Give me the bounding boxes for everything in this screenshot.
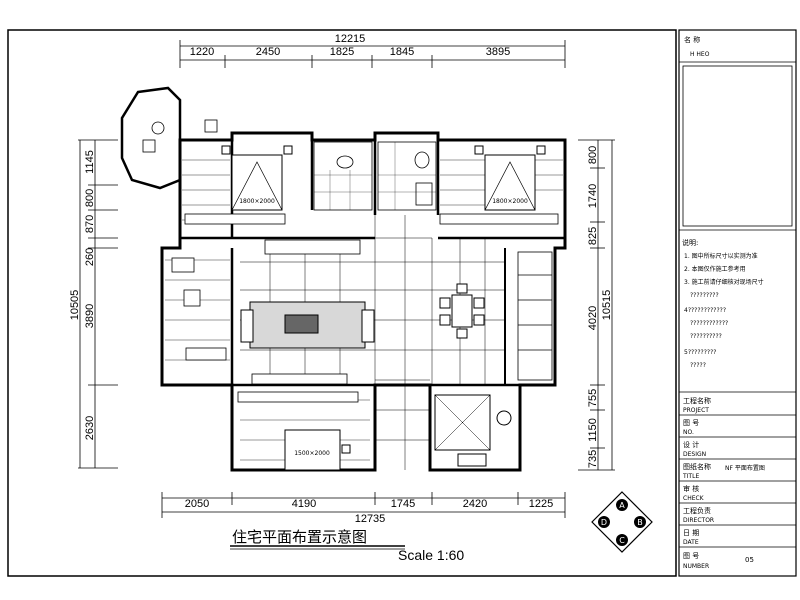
- top-dim-1: 1220: [190, 46, 214, 58]
- left-dim-2: 800: [84, 189, 96, 207]
- wardrobes: [184, 213, 559, 403]
- note-8: 5?????????: [684, 349, 716, 356]
- row-title-label: 图纸名称: [683, 462, 711, 471]
- row-title-value: NF 平面布置图: [725, 464, 765, 472]
- left-dim-3: 870: [84, 215, 96, 233]
- top-dim-4: 1845: [390, 46, 414, 58]
- compass-label-a: A: [619, 501, 625, 510]
- compass-label-b: B: [637, 518, 643, 527]
- compass-symbol: [591, 491, 653, 553]
- study-furniture: [171, 257, 227, 361]
- top-dim-2: 2450: [256, 46, 280, 58]
- row-director-sub: DIRECTOR: [683, 517, 714, 524]
- bathroom-tile-grid: [314, 142, 436, 210]
- note-1: 1. 图中所标尺寸以实测为准: [684, 252, 758, 260]
- bottom-dim-2: 4190: [292, 498, 316, 510]
- note-3: 3. 施工前请仔细核对现场尺寸: [684, 278, 764, 286]
- kitchen: [434, 394, 512, 467]
- bay-window-balcony: [120, 86, 182, 190]
- row-date-label: 日 期: [683, 529, 699, 537]
- top-dim-3: 1825: [330, 46, 354, 58]
- note-6: ????????????: [690, 320, 728, 327]
- title-block-name-label: 名 称: [684, 35, 700, 44]
- right-overall-dimension: 10515: [601, 290, 613, 321]
- right-dim-6: 1150: [587, 418, 599, 442]
- row-project-sub: PROJECT: [683, 407, 709, 414]
- right-storage: [517, 251, 553, 381]
- row-number-label: 图 号: [683, 552, 699, 560]
- left-dim-4: 260: [84, 248, 96, 266]
- note-2: 2. 本图仅作施工参考用: [684, 265, 746, 273]
- row-project-label: 工程名称: [683, 396, 711, 405]
- right-dim-1: 800: [587, 146, 599, 164]
- title-block: [679, 61, 796, 548]
- row-no-sub: NO.: [683, 429, 694, 436]
- note-4: ?????????: [690, 292, 719, 299]
- left-dim-5: 3890: [84, 304, 96, 328]
- balcony-furniture: [142, 119, 218, 153]
- right-dimensions: [578, 139, 615, 471]
- row-check-sub: CHECK: [683, 495, 705, 502]
- row-number-sub: NUMBER: [683, 563, 709, 570]
- title-block-name-value: H HEO: [690, 51, 710, 58]
- row-number-value: 05: [745, 556, 754, 564]
- sheet-border: [7, 29, 677, 577]
- title-block-border: [678, 29, 797, 577]
- row-design-label: 设 计: [683, 440, 699, 449]
- row-director-label: 工程负责: [683, 506, 711, 515]
- left-dim-6: 2630: [84, 416, 96, 440]
- compass-label-c: C: [619, 536, 625, 545]
- right-dim-7: 735: [587, 450, 599, 468]
- top-dimensions: [179, 40, 566, 68]
- bottom-dim-3: 1745: [391, 498, 415, 510]
- bed-master: [221, 145, 293, 211]
- sofa-set: [240, 301, 375, 349]
- dining-table: [439, 283, 485, 339]
- bed-second: [474, 145, 546, 211]
- note-5: 4????????????: [684, 307, 726, 314]
- row-check-label: 审 核: [683, 484, 699, 493]
- bottom-dim-1: 2050: [185, 498, 209, 510]
- floor-plan: [120, 86, 567, 472]
- bathroom-fixtures: [313, 141, 437, 211]
- row-title-sub: TITLE: [682, 473, 699, 480]
- right-dim-4: 4020: [587, 306, 599, 330]
- row-date-sub: DATE: [683, 539, 699, 546]
- title-block-rows: 工程名称 PROJECT 图 号 NO. 设 计 DESIGN 图纸名称 TIT…: [682, 396, 765, 570]
- note-9: ?????: [690, 362, 706, 369]
- bed-label-3: 1500×2000: [294, 450, 330, 457]
- left-dimensions: [78, 139, 118, 469]
- top-dim-5: 3895: [486, 46, 510, 58]
- bottom-dim-4: 2420: [463, 498, 487, 510]
- bed-label-1: 1800×2000: [239, 198, 275, 205]
- right-dim-3: 825: [587, 227, 599, 245]
- note-7: ??????????: [690, 333, 722, 340]
- left-overall-dimension: 10505: [69, 290, 81, 321]
- bottom-dim-5: 1225: [529, 498, 553, 510]
- planter-rows: [251, 239, 361, 385]
- left-dim-1: 1145: [84, 150, 96, 174]
- notes-header: 说明:: [682, 238, 698, 247]
- right-dim-2: 1740: [587, 184, 599, 208]
- top-overall-dimension: 12215: [335, 33, 366, 45]
- row-no-label: 图 号: [683, 419, 699, 427]
- bed-third: [284, 429, 351, 471]
- right-dim-5: 755: [587, 389, 599, 407]
- bottom-dimensions: [161, 492, 566, 518]
- bed-label-2: 1800×2000: [492, 198, 528, 205]
- compass-label-d: D: [601, 518, 607, 527]
- row-design-sub: DESIGN: [683, 451, 706, 458]
- drawing-title: 住宅平面布置示意图: [232, 528, 367, 546]
- drawing-scale: Scale 1:60: [398, 547, 464, 563]
- bottom-overall-dimension: 12735: [355, 513, 386, 525]
